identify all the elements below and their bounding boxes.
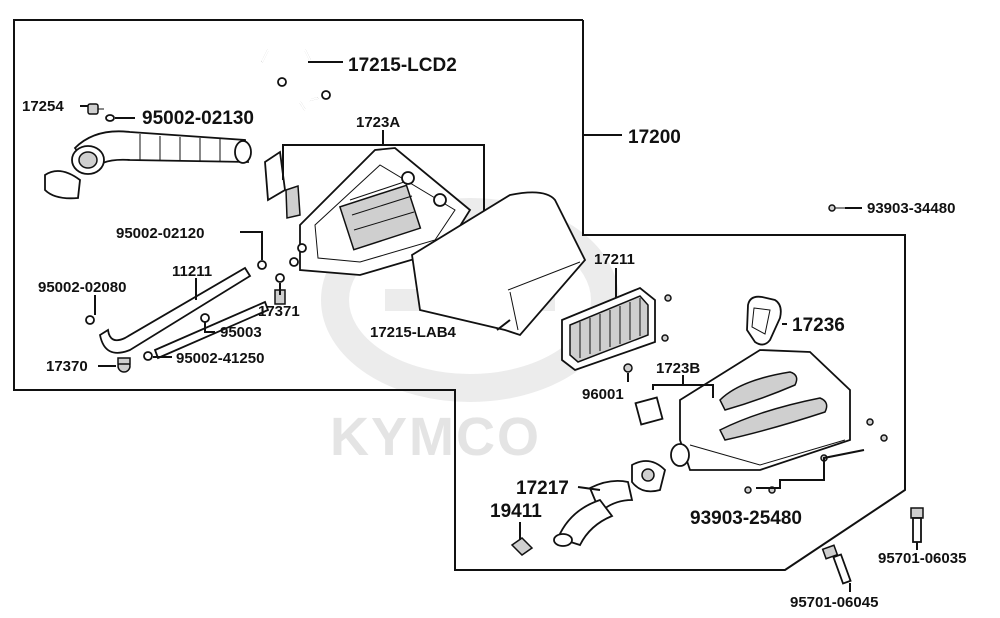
drain-hose-drawing [85,266,270,360]
connector-tube-17217-drawing [553,460,666,547]
label-95002-02130[interactable]: 95002-02130 [142,108,254,129]
label-17370[interactable]: 17370 [46,358,88,375]
clamp-95003-drawing [200,313,210,323]
label-95002-41250[interactable]: 95002-41250 [176,350,264,367]
screw-93903-34480-drawing [828,204,845,212]
screw-17254-drawing [87,103,104,115]
plug-17370-drawing [117,357,131,373]
screws-93903-25480-drawing [744,418,888,494]
gasket-17236-drawing [746,295,782,346]
label-17217[interactable]: 17217 [516,478,569,499]
leader-17217 [577,486,601,491]
label-93903-25480[interactable]: 93903-25480 [690,508,802,529]
air-cleaner-case-b-drawing [634,349,851,471]
label-17215-lab4[interactable]: 17215-LAB4 [370,324,457,341]
plug-17371-drawing [274,273,286,305]
label-95701-06035[interactable]: 95701-06035 [878,550,966,567]
element-17211-drawing [561,286,672,372]
clip-95002-02130-drawing [105,114,115,122]
breather-tube-drawing [261,49,331,111]
label-17254[interactable]: 17254 [22,98,64,115]
leader-95003 [204,322,215,333]
label-95003[interactable]: 95003 [220,324,262,341]
leader-17215-lab4 [496,319,511,331]
leader-95002-02120 [240,231,263,260]
clip-95002-41250-drawing [143,351,153,361]
label-17215-lcd2[interactable]: 17215-LCD2 [348,55,457,76]
assembly-boundary [13,19,906,571]
leader-93903-25480 [756,449,865,489]
clip-95002-02120-drawing [257,260,267,270]
label-1723b[interactable]: 1723B [656,360,700,377]
label-17236[interactable]: 17236 [792,315,845,336]
clip-19411-drawing [510,537,534,556]
bolt-95701-06045-drawing [821,544,852,585]
label-17200[interactable]: 17200 [628,127,681,148]
label-95701-06045[interactable]: 95701-06045 [790,594,878,611]
label-95002-02120[interactable]: 95002-02120 [116,225,204,242]
label-95002-02080[interactable]: 95002-02080 [38,279,126,296]
label-11211[interactable]: 11211 [172,263,212,280]
label-96001[interactable]: 96001 [582,386,624,403]
air-cleaner-case-a-drawing [264,147,472,276]
label-1723a[interactable]: 1723A [356,114,400,131]
label-17211[interactable]: 17211 [594,251,635,268]
filter-element-17215-lab4-drawing [411,191,587,337]
screw-96001-drawing [623,363,633,373]
intake-duct-drawing [44,130,252,200]
label-93903-34480[interactable]: 93903-34480 [867,200,955,217]
bolt-95701-06035-drawing [910,507,924,543]
label-17371[interactable]: 17371 [258,303,300,320]
label-19411[interactable]: 19411 [490,501,542,522]
watermark-text: KYMCO [330,407,541,467]
